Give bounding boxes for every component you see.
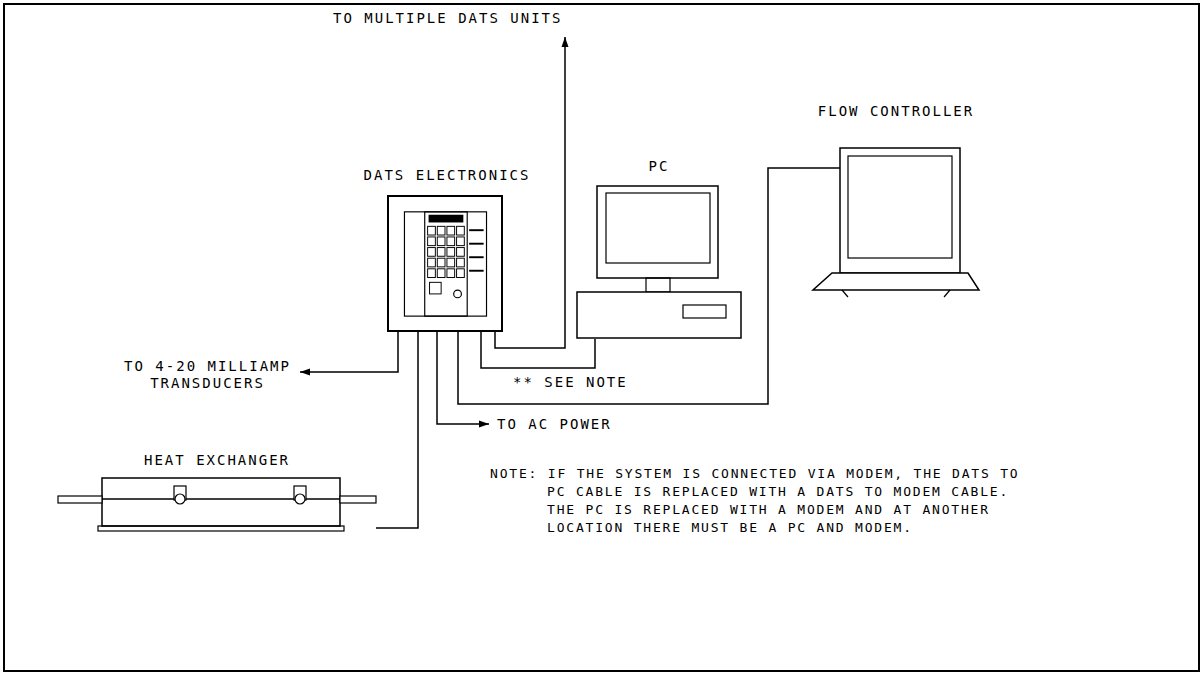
device-heading: FLOW CONTROLLER: [818, 103, 974, 120]
device-node: HEAT EXCHANGER: [58, 478, 376, 533]
cable-connector: [376, 332, 418, 528]
note-text: NOTE: IF THE SYSTEM IS CONNECTED VIA MOD…: [547, 465, 1037, 537]
device-drawing: [812, 148, 980, 298]
device-heading: DATS ELECTRONICS: [364, 167, 531, 184]
device-heading: PC: [649, 158, 670, 175]
wire-label: TO AC POWER: [497, 416, 612, 433]
device-drawing: [58, 478, 376, 533]
device-drawing: [389, 197, 501, 330]
device-node: PC: [576, 186, 742, 339]
device-node: FLOW CONTROLLER: [812, 148, 980, 298]
wire-label: TO 4-20 MILLIAMP TRANSDUCERS: [120, 358, 295, 392]
note-reference: ** SEE NOTE: [513, 374, 628, 391]
cable-connector: [458, 168, 840, 404]
transducer-wire: [300, 332, 398, 372]
wire-label: TO MULTIPLE DATS UNITS: [333, 10, 562, 27]
device-drawing: [576, 186, 742, 339]
device-node: DATS ELECTRONICS: [387, 195, 503, 332]
multi-dats-wire: [495, 37, 565, 348]
device-heading: HEAT EXCHANGER: [144, 452, 290, 469]
page-frame: [4, 4, 1199, 671]
